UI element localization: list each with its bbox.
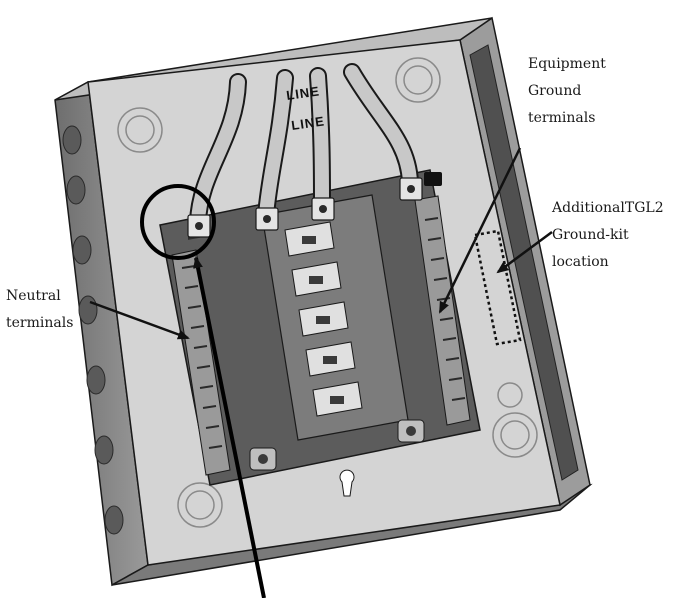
mounting-feet-screws bbox=[258, 426, 416, 464]
engraving-line-2: LINE bbox=[290, 113, 325, 133]
service-conductors-fill bbox=[191, 65, 417, 229]
neutral-terminal-row bbox=[181, 265, 223, 449]
keyhole-slot bbox=[339, 469, 355, 497]
bonding-screw bbox=[424, 172, 442, 186]
lug-highlight-circle bbox=[140, 184, 216, 260]
engraving-line-1: LINE bbox=[285, 83, 320, 103]
neutral-bar bbox=[171, 249, 231, 476]
neutral-label-line-2: terminals bbox=[6, 315, 74, 331]
lug-pointer-arrow bbox=[193, 256, 266, 599]
neutral-arrow bbox=[89, 300, 190, 340]
additional-kit-label-line-2: Ground-kit bbox=[552, 227, 629, 243]
equipment-ground-label-line-1: Equipment bbox=[528, 56, 606, 72]
equipment-ground-label-line-3: terminals bbox=[528, 110, 596, 126]
ground-kit-location-box bbox=[473, 229, 522, 346]
right-side-rail bbox=[469, 44, 579, 481]
lug-screws bbox=[195, 185, 415, 230]
additional-kit-label-line-1: AdditionalTGL2 bbox=[552, 200, 664, 216]
neutral-label-line-1: Neutral bbox=[6, 288, 61, 304]
ground-kit-arrow bbox=[496, 230, 553, 274]
back-face-knockouts bbox=[117, 57, 538, 528]
equipment-ground-arrow bbox=[438, 147, 522, 314]
equipment-ground-label-line-2: Ground bbox=[528, 83, 582, 99]
additional-kit-label-line-3: location bbox=[552, 254, 609, 270]
stab-details bbox=[302, 236, 344, 404]
left-side-knockouts bbox=[62, 125, 124, 535]
